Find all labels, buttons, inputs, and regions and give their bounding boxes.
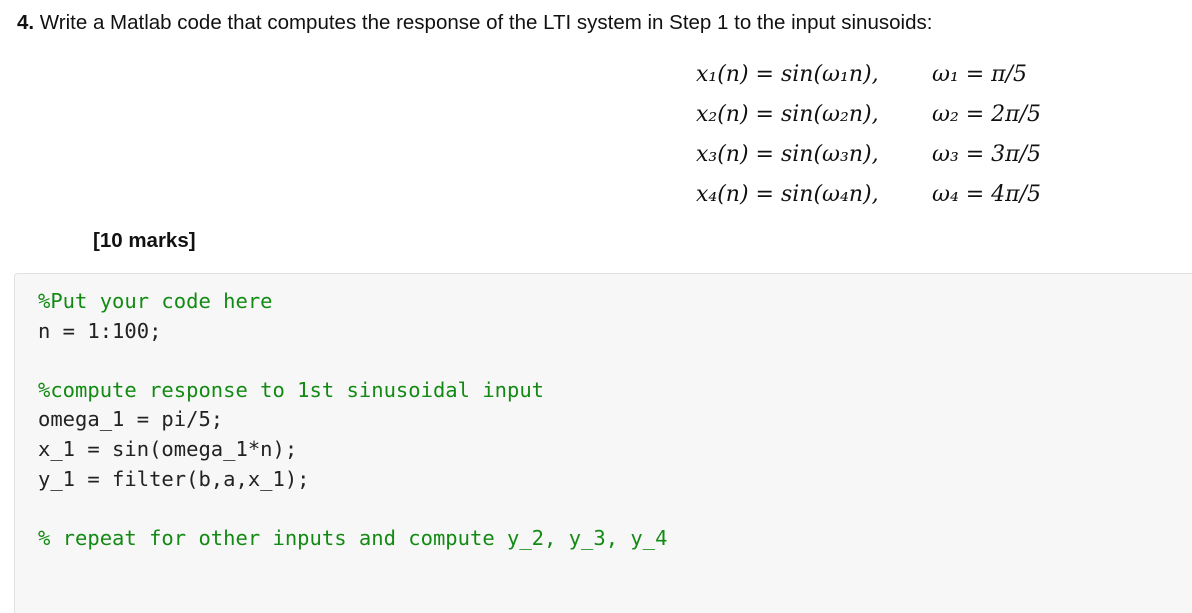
equation-rhs: ω₁ = π/5 (932, 61, 1028, 87)
equation-row: x₁(n) = sin(ω₁n), ω₁ = π/5 (696, 54, 1041, 94)
code-line[interactable]: x_1 = sin(omega_1*n); (38, 436, 298, 461)
equation-row: x₃(n) = sin(ω₃n), ω₃ = 3π/5 (696, 134, 1041, 174)
code-line[interactable] (38, 346, 667, 376)
question-text: 4. Write a Matlab code that computes the… (17, 10, 932, 36)
equation-lhs: x₄(n) = sin(ω₄n), (696, 181, 879, 207)
code-line[interactable]: y_1 = filter(b,a,x_1); (38, 466, 310, 491)
marks-label: [10 marks] (93, 229, 196, 252)
question-prompt: Write a Matlab code that computes the re… (34, 11, 933, 34)
code-editor[interactable]: %Put your code here n = 1:100; %compute re… (38, 287, 667, 553)
code-line[interactable]: %compute response to 1st sinusoidal inpu… (38, 377, 545, 402)
code-line[interactable]: % repeat for other inputs and compute y_… (38, 525, 668, 550)
equation-rhs: ω₂ = 2π/5 (932, 101, 1042, 127)
equations-block: x₁(n) = sin(ω₁n), ω₁ = π/5 x₂(n) = sin(ω… (696, 54, 1041, 214)
equation-lhs: x₃(n) = sin(ω₃n), (696, 141, 879, 167)
equation-row: x₂(n) = sin(ω₂n), ω₂ = 2π/5 (696, 94, 1041, 134)
code-line[interactable] (38, 494, 667, 524)
equation-row: x₄(n) = sin(ω₄n), ω₄ = 4π/5 (696, 174, 1041, 214)
equation-lhs: x₁(n) = sin(ω₁n), (696, 61, 879, 87)
equation-lhs: x₂(n) = sin(ω₂n), (696, 101, 879, 127)
equation-rhs: ω₄ = 4π/5 (932, 181, 1042, 207)
code-line[interactable]: n = 1:100; (38, 318, 162, 343)
equation-rhs: ω₃ = 3π/5 (932, 141, 1042, 167)
code-line[interactable]: omega_1 = pi/5; (38, 407, 224, 432)
question-number: 4. (17, 11, 35, 34)
code-line[interactable]: %Put your code here (38, 289, 273, 313)
code-cell[interactable]: %Put your code here n = 1:100; %compute re… (14, 273, 1192, 613)
